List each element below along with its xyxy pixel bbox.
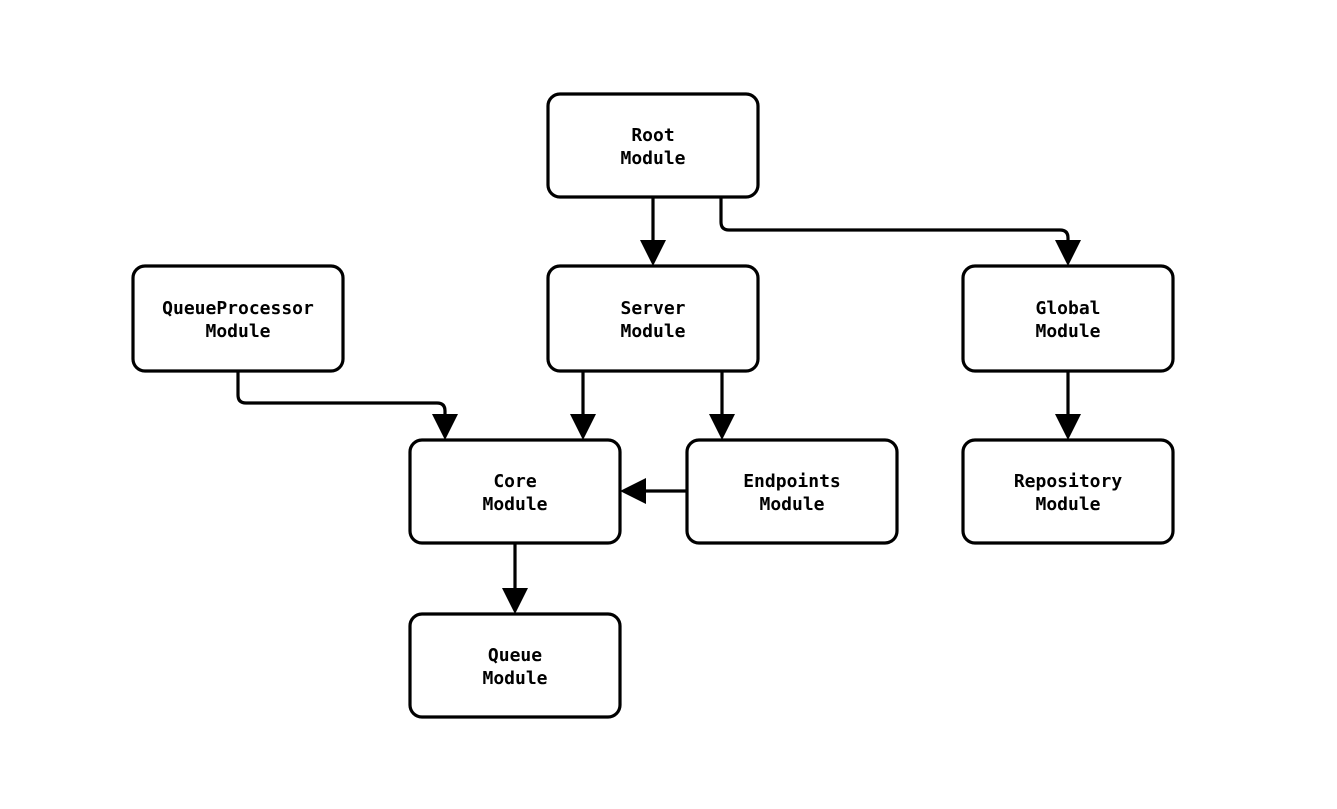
node-core-module[interactable]: Core Module xyxy=(408,438,622,545)
edge-queueprocessor-to-core-line xyxy=(236,371,447,424)
node-core-module-box[interactable] xyxy=(408,438,622,545)
node-endpoints-module[interactable]: Endpoints Module xyxy=(685,438,899,545)
edge-global-to-repository-arrowhead xyxy=(1055,414,1081,440)
edge-core-to-queue xyxy=(502,543,528,614)
node-endpoints-module-label-line1: Endpoints xyxy=(743,471,841,492)
node-repository-module[interactable]: Repository Module xyxy=(961,438,1175,545)
node-queueprocessor-module-label-line1: QueueProcessor xyxy=(162,298,314,319)
node-queueprocessor-module[interactable]: QueueProcessor Module xyxy=(131,264,345,373)
node-repository-module-label-line1: Repository xyxy=(1014,471,1123,492)
node-global-module-box[interactable] xyxy=(961,264,1175,373)
node-queueprocessor-module-box[interactable] xyxy=(131,264,345,373)
node-root-module-label-line1: Root xyxy=(631,125,674,146)
node-server-module-label-line1: Server xyxy=(620,298,685,319)
edge-global-to-repository xyxy=(1055,371,1081,440)
node-queue-module-label-line2: Module xyxy=(482,668,547,689)
node-server-module[interactable]: Server Module xyxy=(546,264,760,373)
edge-server-to-core xyxy=(570,371,596,440)
node-global-module-label-line2: Module xyxy=(1035,321,1100,342)
node-root-module-label-line2: Module xyxy=(620,148,685,169)
node-core-module-label-line2: Module xyxy=(482,494,547,515)
node-global-module[interactable]: Global Module xyxy=(961,264,1175,373)
node-root-module[interactable]: Root Module xyxy=(546,92,760,199)
edge-endpoints-to-core-arrowhead xyxy=(620,478,646,504)
node-server-module-label-line2: Module xyxy=(620,321,685,342)
node-core-module-label-line1: Core xyxy=(493,471,537,492)
edge-server-to-endpoints xyxy=(709,371,735,440)
node-root-module-box[interactable] xyxy=(546,92,760,199)
node-queue-module[interactable]: Queue Module xyxy=(408,612,622,719)
edge-queueprocessor-to-core-arrowhead xyxy=(432,414,458,440)
edge-server-to-core-arrowhead xyxy=(570,414,596,440)
node-queue-module-label-line1: Queue xyxy=(488,645,542,666)
edge-root-to-server-arrowhead xyxy=(640,240,666,266)
edge-root-to-server xyxy=(640,197,666,266)
node-server-module-box[interactable] xyxy=(546,264,760,373)
node-queueprocessor-module-label-line2: Module xyxy=(205,321,270,342)
edge-root-to-global xyxy=(719,197,1081,266)
edge-core-to-queue-arrowhead xyxy=(502,588,528,614)
node-repository-module-box[interactable] xyxy=(961,438,1175,545)
edge-root-to-global-line xyxy=(719,197,1070,250)
edge-queueprocessor-to-core xyxy=(236,371,458,440)
node-endpoints-module-label-line2: Module xyxy=(759,494,824,515)
edge-endpoints-to-core xyxy=(620,478,687,504)
node-repository-module-label-line2: Module xyxy=(1035,494,1100,515)
edge-root-to-global-arrowhead xyxy=(1055,240,1081,266)
edge-server-to-endpoints-arrowhead xyxy=(709,414,735,440)
node-endpoints-module-box[interactable] xyxy=(685,438,899,545)
node-global-module-label-line1: Global xyxy=(1035,298,1100,319)
node-queue-module-box[interactable] xyxy=(408,612,622,719)
